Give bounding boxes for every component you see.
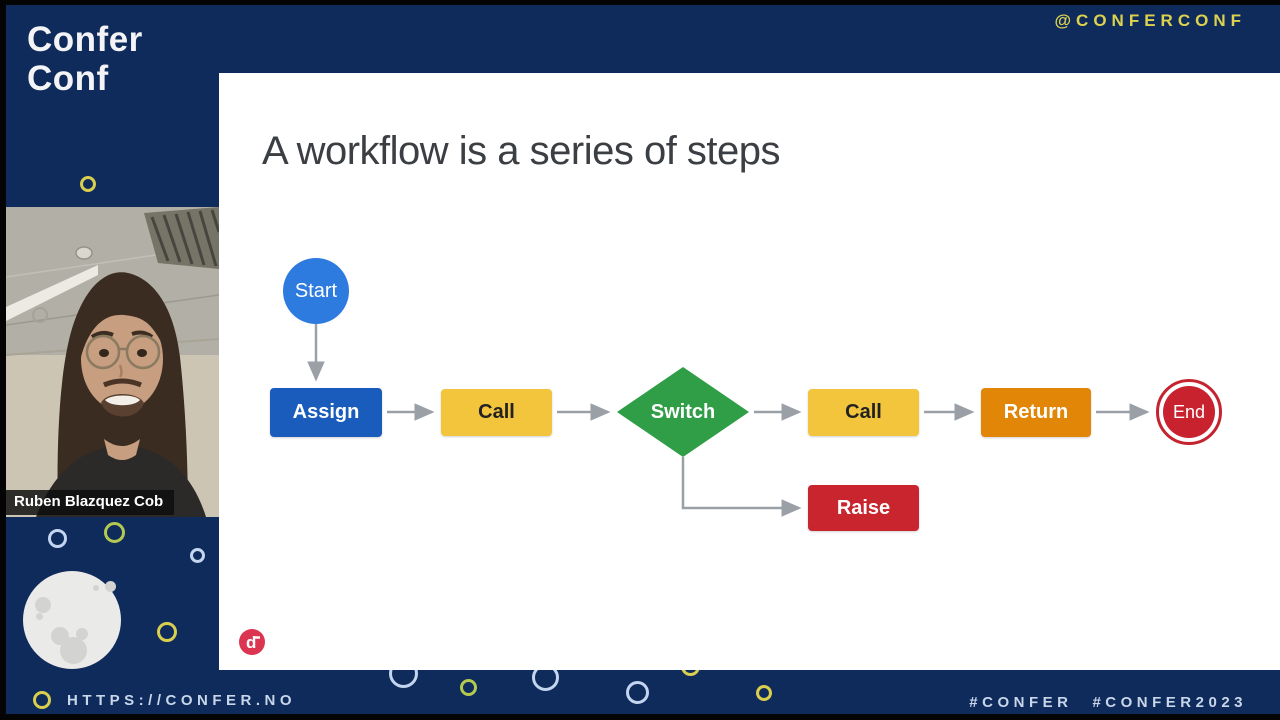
nose — [118, 364, 123, 378]
conference-url: HTTPS://CONFER.NO — [67, 691, 296, 709]
workflow-node-start: Start — [283, 258, 349, 324]
workflow-node-end: End — [1156, 379, 1222, 445]
footer-hashtags: #CONFER #CONFER2023 — [969, 694, 1247, 711]
logo-line1: Confer — [27, 20, 143, 59]
slide-title: A workflow is a series of steps — [262, 129, 781, 173]
letterbox-top — [0, 0, 1280, 5]
edge-switch-raise — [681, 457, 802, 517]
conference-logo: Confer Conf — [27, 20, 143, 98]
workflow-node-call-1: Call — [441, 389, 552, 436]
decorative-circle — [157, 622, 177, 642]
presentation-slide: A workflow is a series of steps Start As… — [219, 73, 1280, 670]
bullet-circle-icon — [33, 691, 51, 709]
flow-connectors — [307, 324, 1150, 517]
speaker-webcam: Ruben Blazquez Cob — [6, 207, 219, 517]
decorative-circle — [756, 685, 772, 701]
footer-url-group: HTTPS://CONFER.NO — [33, 691, 296, 709]
mustache — [102, 378, 142, 388]
workflow-node-call-2: Call — [808, 389, 919, 436]
letterbox-bottom — [0, 714, 1280, 720]
eye — [99, 349, 109, 357]
social-handle: @CONFERCONF — [1054, 11, 1246, 30]
hairline — [80, 291, 164, 357]
eye — [137, 349, 147, 357]
decorative-circle — [48, 529, 67, 548]
moon-crater — [60, 637, 87, 664]
moon-illustration — [23, 571, 121, 669]
diagrid-logo-glyph: d — [246, 633, 256, 652]
speaker-name-badge: Ruben Blazquez Cob — [6, 490, 175, 515]
decorative-circle — [104, 522, 125, 543]
hashtag-confer2023: #CONFER2023 — [1092, 694, 1247, 711]
eyebrow — [90, 330, 114, 339]
diagrid-logo: d — [239, 629, 265, 655]
decorative-circle — [190, 548, 205, 563]
decorative-circle — [460, 679, 477, 696]
ceiling-vent — [144, 207, 219, 269]
workflow-node-assign: Assign — [270, 388, 382, 437]
speaker-video-illustration — [6, 207, 219, 517]
glasses — [125, 334, 161, 370]
neck — [104, 439, 140, 460]
logo-line2: Conf — [27, 58, 109, 98]
smile — [105, 395, 140, 406]
decorative-circle — [80, 176, 96, 192]
workflow-node-return: Return — [981, 388, 1091, 437]
moon-crater — [76, 628, 88, 640]
eyebrow — [131, 330, 154, 339]
moon-crater — [36, 613, 43, 620]
smoke-detector — [75, 246, 93, 260]
moon-crater — [35, 597, 51, 613]
decorative-circle — [626, 681, 649, 704]
moon-crater — [105, 581, 116, 592]
workflow-node-raise: Raise — [808, 485, 919, 531]
ceiling-light — [6, 265, 98, 321]
moon-crater — [93, 585, 99, 591]
workflow-node-end-inner: End — [1163, 386, 1215, 438]
letterbox-left — [0, 0, 6, 720]
hashtag-confer: #CONFER — [969, 694, 1073, 711]
glasses — [85, 334, 121, 370]
